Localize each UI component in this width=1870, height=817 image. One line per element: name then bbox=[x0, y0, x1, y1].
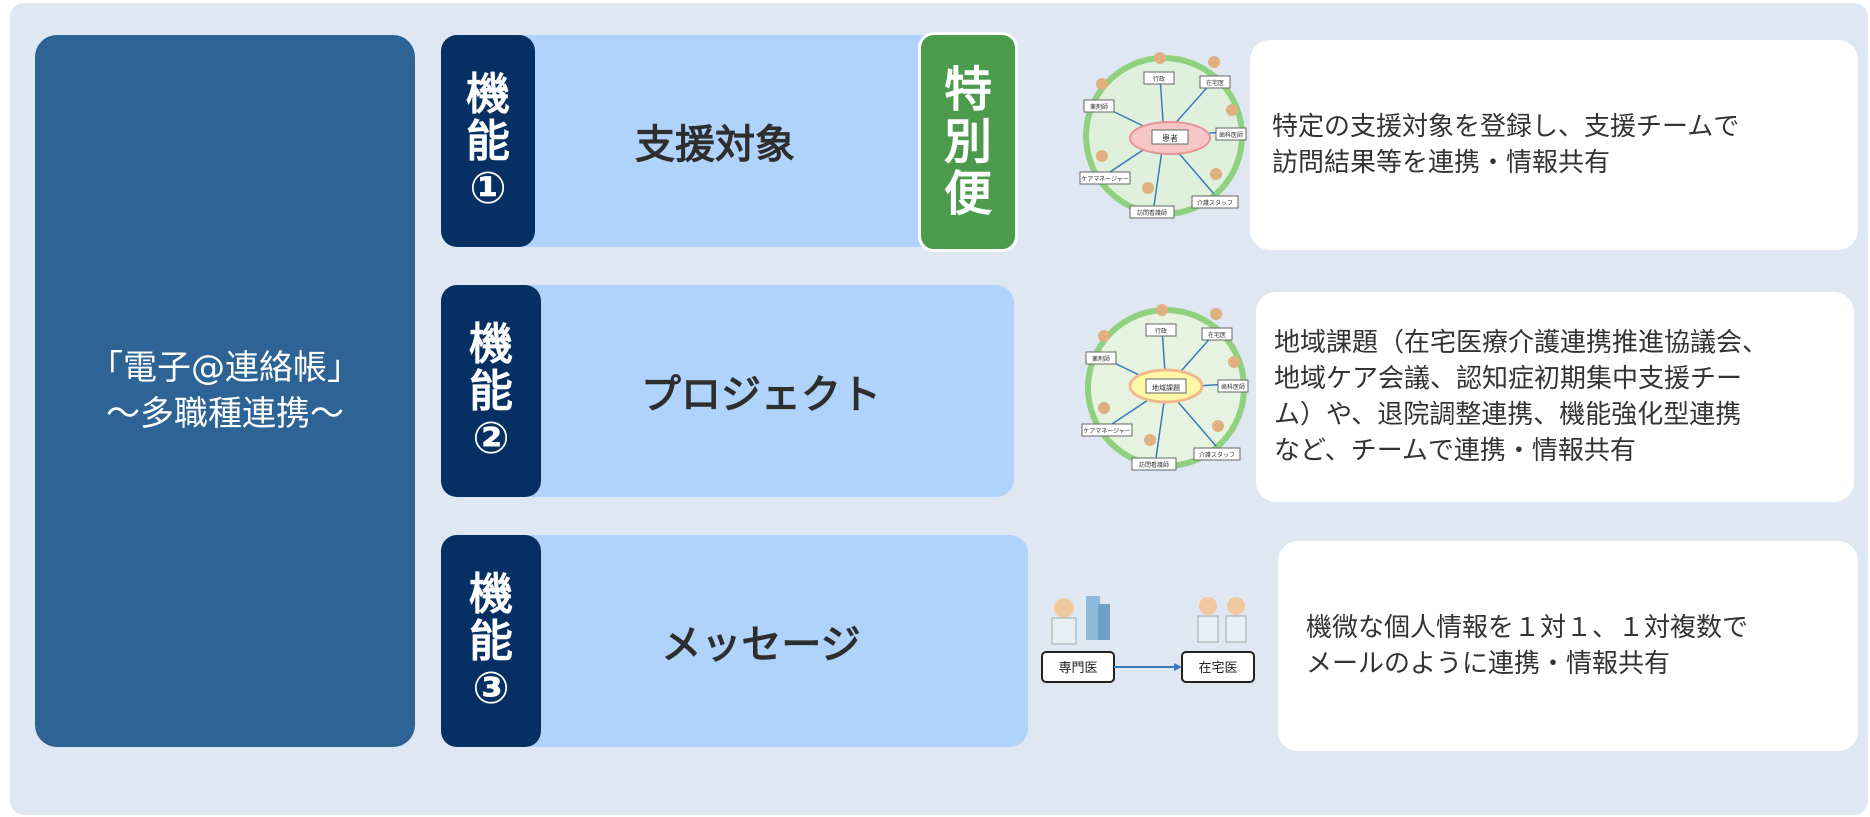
network-center-label: 地域課題 bbox=[1152, 383, 1180, 392]
description-line: など、チームで連携・情報共有 bbox=[1274, 436, 1636, 466]
message-to-label: 在宅医 bbox=[1198, 661, 1237, 676]
feature-2-description: 地域課題（在宅医療介護連携推進協議会、 地域ケア会議、認知症初期集中支援チー ム… bbox=[1256, 292, 1854, 502]
node-label: 訪問看護師 bbox=[1137, 209, 1167, 217]
special-char: 便 bbox=[943, 166, 992, 222]
node-label: 歯科医師 bbox=[1221, 383, 1245, 391]
node-label: 介護スタッフ bbox=[1199, 451, 1235, 459]
badge-char: 機 bbox=[469, 318, 513, 370]
description-line: 訪問結果等を連携・情報共有 bbox=[1272, 148, 1611, 178]
description-line: 機微な個人情報を１対１、１対複数で bbox=[1306, 613, 1749, 643]
main-title-line2: ～多職種連携～ bbox=[106, 394, 344, 434]
feature-3-box: 機 能 ③ メッセージ bbox=[441, 535, 1028, 747]
node-label: 行政 bbox=[1155, 327, 1167, 335]
team-network-icon: 地域課題 行政 在宅医 薬剤師 歯科医師 ケアマネージャー 訪問看護師 介護スタ… bbox=[1080, 300, 1252, 476]
description-line: メールのように連携・情報共有 bbox=[1306, 649, 1671, 679]
node-label: 薬剤師 bbox=[1092, 355, 1110, 363]
feature-1-title: 支援対象 bbox=[635, 122, 795, 168]
feature-3-description: 機微な個人情報を１対１、１対複数で メールのように連携・情報共有 bbox=[1278, 541, 1858, 751]
description-line: ム）や、退院調整連携、機能強化型連携 bbox=[1274, 400, 1742, 430]
network-center-label: 患者 bbox=[1162, 133, 1178, 143]
node-label: 介護スタッフ bbox=[1197, 199, 1233, 207]
special-delivery-badge: 特 別 便 bbox=[918, 32, 1018, 252]
node-label: 行政 bbox=[1153, 75, 1165, 83]
node-label: 在宅医 bbox=[1208, 331, 1226, 339]
node-label: 薬剤師 bbox=[1090, 103, 1108, 111]
node-label: 歯科医師 bbox=[1219, 131, 1243, 139]
feature-1-description: 特定の支援対象を登録し、支援チームで 訪問結果等を連携・情報共有 bbox=[1250, 40, 1858, 250]
badge-char: ③ bbox=[472, 662, 510, 714]
description-line: 地域ケア会議、認知症初期集中支援チー bbox=[1274, 364, 1743, 394]
message-from-label: 専門医 bbox=[1058, 661, 1097, 676]
special-char: 特 bbox=[943, 62, 992, 118]
main-title-block: 「電子@連絡帳」 ～多職種連携～ bbox=[35, 35, 415, 747]
main-title-line1: 「電子@連絡帳」 bbox=[89, 348, 361, 388]
badge-char: 能 bbox=[469, 365, 513, 417]
message-flow-icon: 専門医 在宅医 bbox=[1040, 590, 1260, 690]
badge-char: 能 bbox=[469, 615, 513, 667]
description-line: 特定の支援対象を登録し、支援チームで bbox=[1272, 112, 1740, 142]
description-line: 地域課題（在宅医療介護連携推進協議会、 bbox=[1274, 328, 1769, 358]
feature-2-box: 機 能 ② プロジェクト bbox=[441, 285, 1014, 497]
badge-char: 機 bbox=[469, 568, 513, 620]
node-label: ケアマネージャー bbox=[1083, 428, 1131, 435]
feature-3-badge: 機 能 ③ bbox=[441, 535, 541, 747]
node-label: 在宅医 bbox=[1206, 79, 1224, 87]
feature-2-badge: 機 能 ② bbox=[441, 285, 541, 497]
feature-3-title: メッセージ bbox=[661, 622, 861, 668]
badge-char: 能 bbox=[466, 115, 510, 167]
node-label: ケアマネージャー bbox=[1081, 176, 1129, 183]
special-char: 別 bbox=[943, 114, 992, 170]
badge-char: ① bbox=[469, 162, 507, 214]
feature-1-badge: 機 能 ① bbox=[441, 35, 535, 247]
node-label: 訪問看護師 bbox=[1139, 461, 1169, 469]
team-network-icon: 患者 行政 在宅医 薬剤師 歯科医師 ケアマネージャー 訪問看護師 介護スタッフ bbox=[1078, 48, 1250, 224]
badge-char: 機 bbox=[466, 68, 510, 120]
feature-2-title: プロジェクト bbox=[641, 372, 881, 418]
badge-char: ② bbox=[472, 412, 510, 464]
